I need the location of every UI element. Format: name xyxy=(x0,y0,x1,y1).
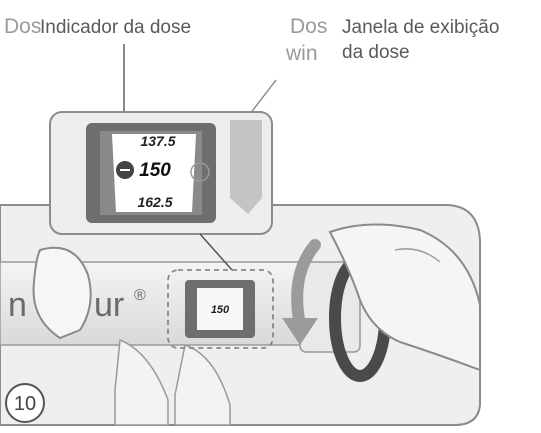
turn-arrow-head xyxy=(282,318,318,345)
dose-window-marker xyxy=(190,162,210,182)
small-window-dose: 150 xyxy=(211,304,230,316)
pen-brand-suffix: ur xyxy=(94,286,124,324)
pen-brand-fragment: n xyxy=(8,286,27,324)
dose-scale-paper xyxy=(112,134,196,212)
step-number: 10 xyxy=(14,393,36,415)
dose-indicator-label: Indicador da dose xyxy=(40,17,192,38)
finger-crease xyxy=(394,248,441,263)
ghost-label-right-2: win xyxy=(286,42,318,65)
finger-shape-2 xyxy=(174,344,231,426)
ghost-label-right-1: Dos xyxy=(290,15,328,38)
dose-window-label-line1: Janela de exibição xyxy=(342,17,500,38)
dose-value-above: 137.5 xyxy=(140,133,175,149)
registered-mark: ® xyxy=(134,287,146,304)
ghost-label-left: Dos xyxy=(4,15,42,38)
dose-value-selected: 150 xyxy=(139,160,171,181)
small-window-glass xyxy=(197,288,243,330)
inset-arrow-shadow xyxy=(230,120,262,214)
dose-window-label-line2: da dose xyxy=(342,42,410,63)
thumb-shape xyxy=(32,246,92,340)
zoom-connector-line xyxy=(199,233,233,271)
right-hand-shape xyxy=(328,223,481,372)
turn-arrow-body xyxy=(291,239,321,331)
step-number-circle xyxy=(5,383,45,423)
dose-value-below: 162.5 xyxy=(137,194,172,210)
window-highlight-box xyxy=(167,269,274,349)
finger-shape-1 xyxy=(114,338,169,426)
